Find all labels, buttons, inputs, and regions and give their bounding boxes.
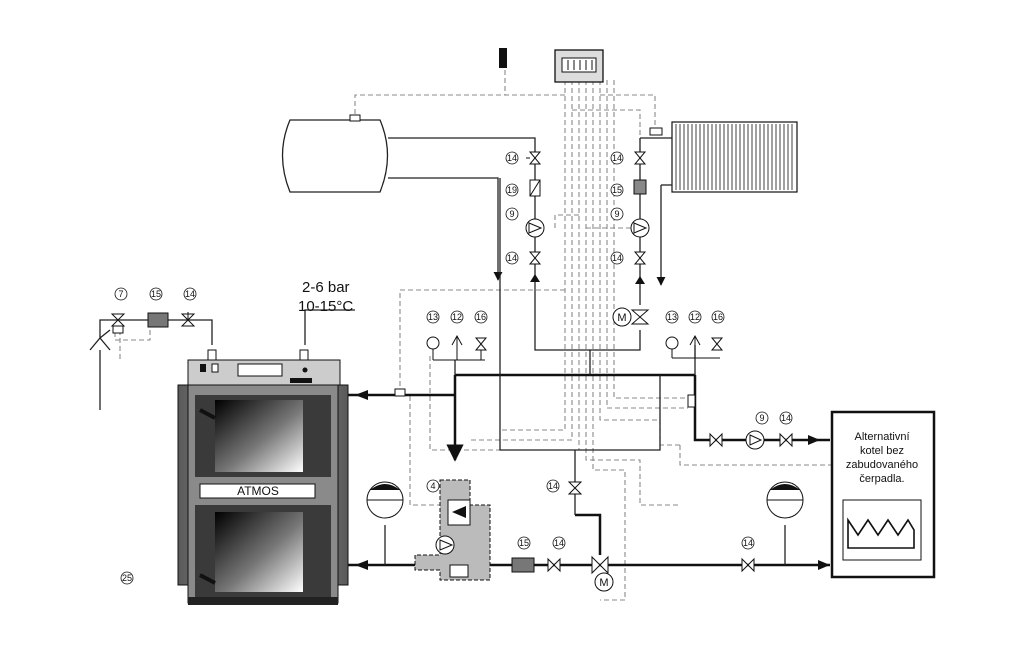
alt-boiler-text-2: kotel bez xyxy=(860,445,904,457)
expansion-vessel-left xyxy=(366,481,404,519)
svg-text:12: 12 xyxy=(690,312,700,322)
svg-text:4: 4 xyxy=(430,481,435,491)
svg-text:9: 9 xyxy=(614,209,619,219)
svg-text:19: 19 xyxy=(507,185,517,195)
svg-text:15: 15 xyxy=(519,538,529,548)
svg-text:14: 14 xyxy=(612,153,622,163)
outdoor-sensor xyxy=(499,48,507,68)
svg-text:16: 16 xyxy=(713,312,723,322)
expansion-vessel-right xyxy=(766,481,804,519)
svg-text:7: 7 xyxy=(118,289,123,299)
svg-text:9: 9 xyxy=(759,413,764,423)
component-numbers: 14 19 9 14 14 15 9 14 7 15 14 13 12 16 1… xyxy=(118,153,791,583)
safety-group-right xyxy=(665,334,724,359)
storage-tank xyxy=(281,114,389,193)
svg-text:14: 14 xyxy=(554,538,564,548)
alt-boiler-text-4: čerpadla. xyxy=(859,473,904,485)
left-branch xyxy=(525,150,641,351)
bottom-line-valves: M xyxy=(511,481,755,592)
svg-text:15: 15 xyxy=(151,289,161,299)
svg-text:14: 14 xyxy=(743,538,753,548)
svg-text:12: 12 xyxy=(452,312,462,322)
svg-text:M: M xyxy=(617,312,626,324)
component-callouts xyxy=(114,151,793,585)
svg-text:14: 14 xyxy=(612,253,622,263)
cold-water-inlet-valves xyxy=(110,312,196,334)
svg-text:13: 13 xyxy=(428,312,438,322)
alt-boiler-text-3: zabudovaného xyxy=(846,459,918,471)
svg-text:14: 14 xyxy=(548,481,558,491)
svg-text:14: 14 xyxy=(185,289,195,299)
pressure-label: 2-6 bar xyxy=(302,279,350,296)
svg-text:14: 14 xyxy=(507,153,517,163)
boiler-brand-label: ATMOS xyxy=(237,484,279,498)
alt-boiler-text-1: Alternativní xyxy=(854,431,909,443)
svg-text:14: 14 xyxy=(781,413,791,423)
svg-text:25: 25 xyxy=(122,573,132,583)
svg-text:14: 14 xyxy=(507,253,517,263)
controller-unit xyxy=(554,49,604,83)
temperature-label: 10-15°C xyxy=(298,298,353,315)
boiler-atmos xyxy=(177,349,349,605)
svg-text:13: 13 xyxy=(667,312,677,322)
anti-condensation-valve xyxy=(414,479,491,581)
svg-text:M: M xyxy=(599,577,608,589)
alt-boiler-pump-group xyxy=(709,430,793,450)
alternative-boiler xyxy=(830,410,936,579)
svg-text:15: 15 xyxy=(612,185,622,195)
safety-group-left xyxy=(426,334,488,361)
svg-text:9: 9 xyxy=(509,209,514,219)
svg-text:16: 16 xyxy=(476,312,486,322)
right-branch: M xyxy=(612,138,650,327)
radiator xyxy=(649,121,798,193)
